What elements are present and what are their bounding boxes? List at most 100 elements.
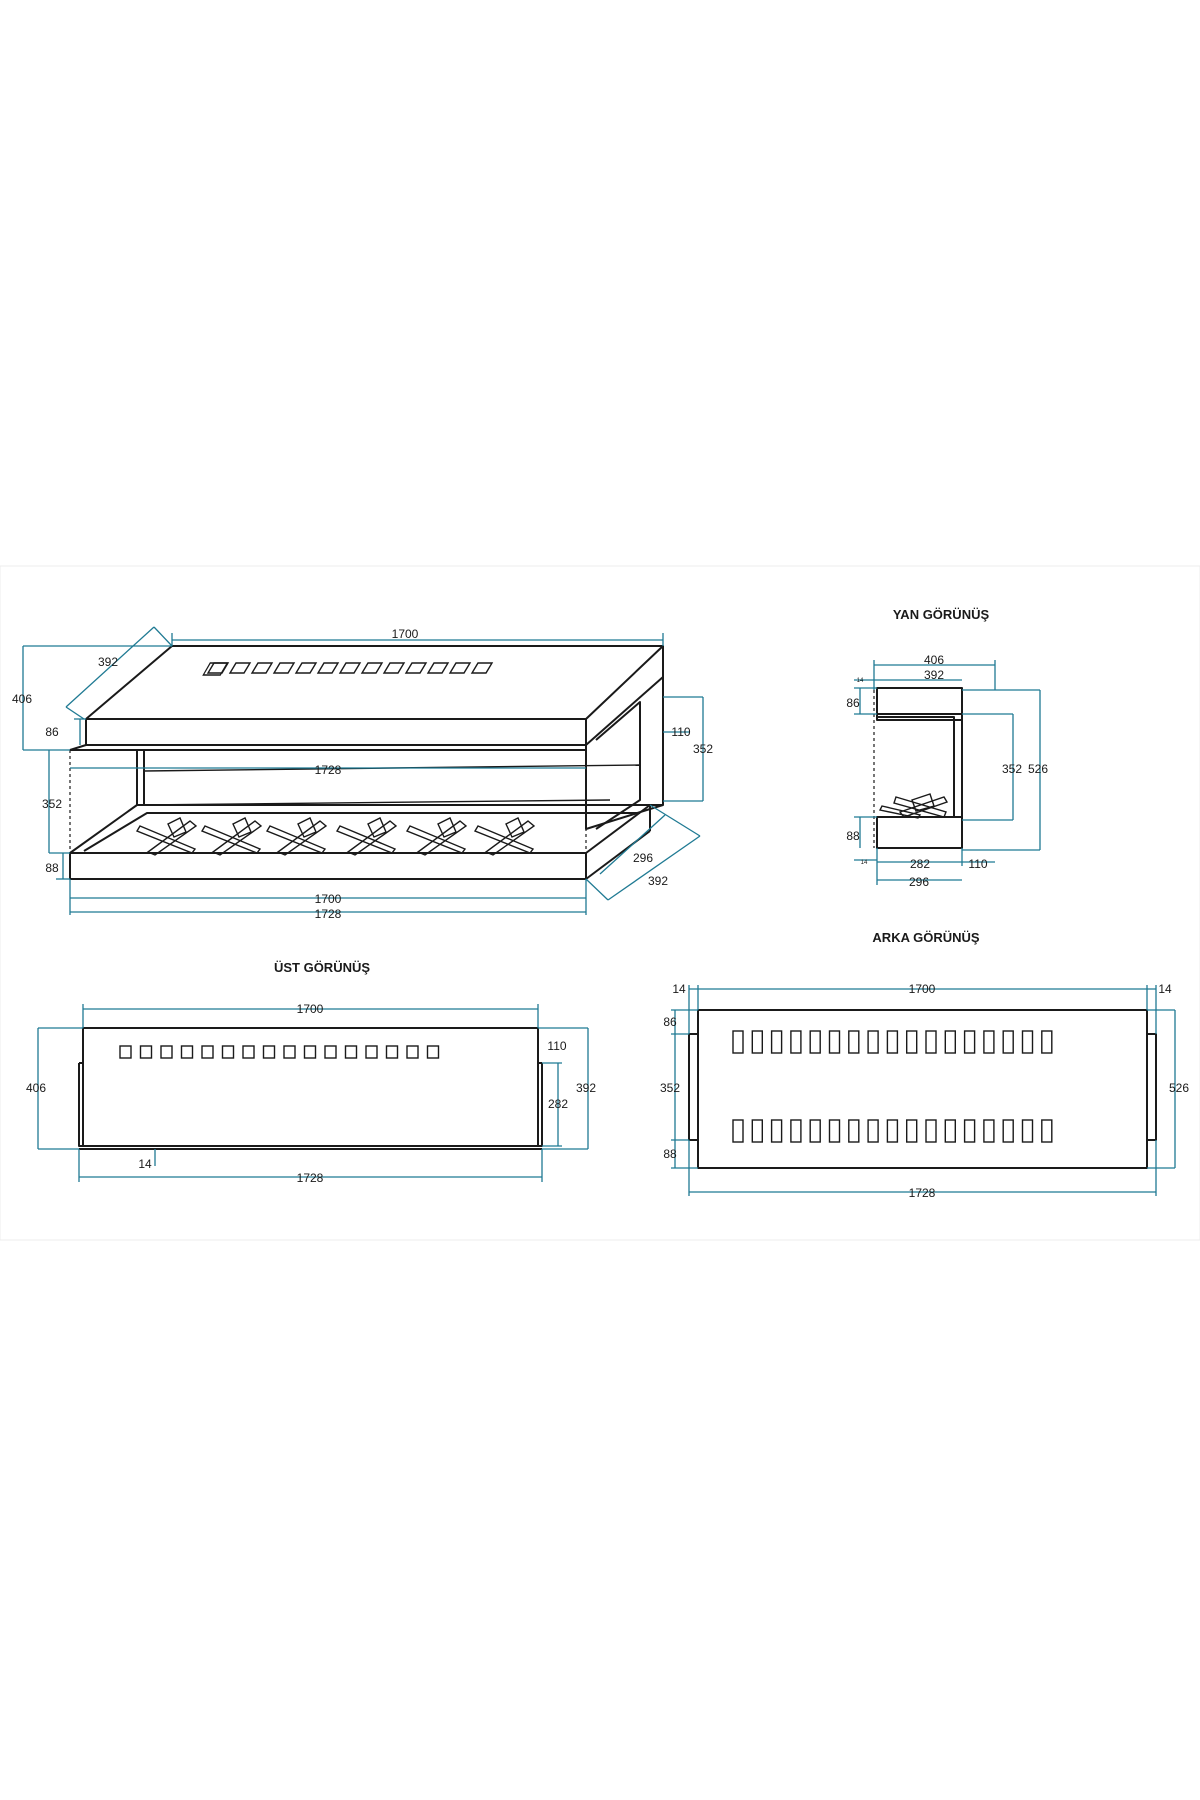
top-outline: [82, 1027, 539, 1147]
log: [146, 820, 198, 856]
dim-top-lip: 14: [138, 1157, 152, 1171]
vent-slot: [365, 1045, 378, 1059]
vent-slot: [303, 1045, 317, 1059]
dim-iso-top-thickness: 86: [45, 725, 59, 739]
side-dimensions: [854, 660, 1041, 885]
log: [437, 817, 457, 838]
dim-iso-side-height: 352: [693, 742, 713, 756]
top-vent-row: [119, 1045, 440, 1059]
dim-top-outer-width: 1728: [297, 1171, 324, 1185]
back-view: ARKA GÖRÜNÜŞ 14 1700 14: [660, 930, 1189, 1200]
vent-slot: [426, 1045, 440, 1059]
dim-iso-depth-top: 392: [98, 655, 118, 669]
side-view: YAN GÖRÜNÜŞ: [846, 607, 1048, 889]
log: [484, 820, 536, 856]
dim-back-lip-left: 14: [672, 982, 686, 996]
dim-side-lip-top: 14: [857, 678, 864, 684]
vent-slot: [426, 662, 450, 674]
log: [405, 825, 467, 854]
log: [473, 825, 535, 854]
title-top-view: ÜST GÖRÜNÜŞ: [274, 960, 370, 975]
vent-slot: [338, 662, 362, 674]
back-dimensions: [671, 985, 1176, 1196]
vent-slot: [404, 662, 428, 674]
vent-slot: [770, 1119, 783, 1143]
back-dim-labels: 14 1700 14 86 352 88 526 1728: [660, 982, 1189, 1200]
vent-slot: [828, 1030, 841, 1054]
log: [211, 820, 263, 856]
dim-top-frame: 110: [547, 1039, 566, 1053]
log: [367, 817, 387, 838]
vent-slot: [867, 1030, 879, 1054]
vent-slot: [925, 1030, 937, 1054]
dim-iso-base-depth: 392: [648, 874, 668, 888]
vent-slot: [963, 1030, 976, 1054]
vent-slot: [886, 1119, 899, 1143]
title-back-view: ARKA GÖRÜNÜŞ: [872, 930, 979, 945]
vent-slot: [139, 1045, 153, 1059]
dim-side-height: 526: [1028, 762, 1048, 776]
dim-iso-base-thickness: 88: [45, 861, 59, 875]
vent-slot: [1041, 1030, 1053, 1054]
title-side-view: YAN GÖRÜNÜŞ: [893, 607, 990, 622]
log: [167, 817, 187, 838]
vent-slot: [385, 1045, 399, 1059]
dim-iso-width-top: 1700: [392, 627, 419, 641]
vent-slot: [1021, 1119, 1034, 1143]
vent-slot: [324, 1045, 337, 1059]
iso-dimensions: [22, 626, 704, 915]
vent-slot: [344, 1045, 358, 1059]
dim-iso-side-frame: 110: [671, 725, 690, 739]
dim-back-outer-width: 1728: [909, 1186, 936, 1200]
vent-slot: [360, 662, 384, 674]
vent-slot: [180, 1045, 194, 1059]
vent-slot: [944, 1119, 956, 1143]
vent-slot: [886, 1030, 899, 1054]
back-vent-row-bottom: [732, 1119, 1053, 1143]
side-profile: [876, 687, 963, 849]
vent-slot: [848, 1119, 860, 1143]
log: [276, 820, 328, 856]
vent-slot: [1021, 1030, 1034, 1054]
dim-iso-opening-height: 352: [42, 797, 62, 811]
dim-side-frame: 110: [968, 857, 987, 871]
dim-iso-base-depth-inner: 296: [633, 851, 653, 865]
dim-iso-base-width-outer: 1728: [315, 907, 342, 921]
vent-slot: [732, 1030, 744, 1054]
dim-back-opening: 352: [660, 1081, 680, 1095]
dim-side-opening: 352: [1002, 762, 1022, 776]
vent-slot: [751, 1030, 763, 1054]
vent-slot: [790, 1030, 802, 1054]
vent-slot: [406, 1045, 419, 1059]
iso-log-set: [135, 817, 536, 856]
vent-slot: [751, 1119, 763, 1143]
iso-view: 1700 392 406 86 1728 352 88 110 352 296 …: [12, 626, 713, 921]
vent-slot: [228, 662, 252, 674]
log: [232, 817, 252, 838]
dim-side-depth-outer: 406: [924, 653, 944, 667]
vent-slot: [1002, 1030, 1014, 1054]
vent-slot: [283, 1045, 296, 1059]
vent-slot: [944, 1030, 956, 1054]
iso-top-front: [85, 719, 587, 746]
log: [265, 825, 327, 854]
dim-iso-inner-width: 1728: [315, 763, 342, 777]
log: [878, 805, 922, 819]
dim-side-top-thickness: 86: [846, 696, 860, 710]
iso-vent-row: [206, 662, 494, 674]
vent-slot: [983, 1030, 995, 1054]
dim-top-depth: 392: [576, 1081, 596, 1095]
vent-slot: [828, 1119, 841, 1143]
dim-back-width: 1700: [909, 982, 936, 996]
dim-side-depth: 392: [924, 668, 944, 682]
dim-back-lip-right: 14: [1158, 982, 1172, 996]
iso-base-front: [69, 852, 587, 880]
vent-slot: [448, 662, 472, 674]
vent-slot: [201, 1045, 214, 1059]
log: [200, 825, 262, 854]
vent-slot: [867, 1119, 879, 1143]
vent-slot: [848, 1030, 860, 1054]
dim-iso-height-total: 406: [12, 692, 32, 706]
vent-slot: [272, 662, 296, 674]
